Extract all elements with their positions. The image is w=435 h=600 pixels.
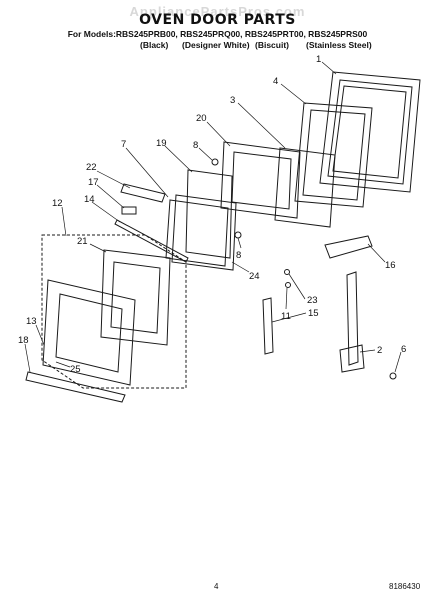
- part-1-outer-frame: [319, 71, 421, 193]
- callout-2: 2: [377, 345, 382, 356]
- variant-designer-white: (Designer White): [182, 40, 250, 50]
- page-number: 4: [214, 582, 219, 591]
- part-22-small-bar: [120, 183, 166, 203]
- callout-12: 12: [52, 198, 63, 209]
- part-7-inner-glass: [171, 194, 237, 271]
- callout-16: 16: [385, 260, 396, 271]
- callout-21: 21: [77, 236, 88, 247]
- callout-7: 7: [121, 139, 126, 150]
- part-21-inner-window: [110, 261, 161, 334]
- variant-biscuit: (Biscuit): [255, 40, 289, 50]
- part-3-glass-panel: [274, 147, 336, 228]
- callout-6: 6: [401, 344, 406, 355]
- variant-stainless-steel: (Stainless Steel): [306, 40, 372, 50]
- part-19-reflector: [185, 169, 233, 259]
- callout-19: 19: [156, 138, 167, 149]
- callout-14: 14: [84, 194, 95, 205]
- part-20-bracket-frame: [220, 141, 301, 219]
- screw-8-upper: [211, 158, 219, 166]
- part-4-inner-frame: [294, 102, 373, 208]
- part-17-clip: [121, 206, 137, 215]
- screw-11: [285, 282, 291, 288]
- callout-24: 24: [249, 271, 260, 282]
- screw-6: [389, 372, 397, 380]
- part-16-bracket: [324, 235, 373, 259]
- variant-black: (Black): [140, 40, 169, 50]
- watermark: AppliancePartsPros.com: [129, 4, 306, 19]
- callout-17: 17: [88, 177, 99, 188]
- callout-20: 20: [196, 113, 207, 124]
- callout-13: 13: [26, 316, 37, 327]
- callout-15: 15: [308, 308, 319, 319]
- document-number: 8186430: [389, 582, 421, 591]
- callout-8-upper: 8: [193, 140, 198, 151]
- callout-3: 3: [230, 95, 235, 106]
- callout-4: 4: [273, 76, 278, 87]
- callout-23: 23: [307, 295, 318, 306]
- callout-8-lower: 8: [236, 250, 241, 261]
- page-title: OVEN DOOR PARTS: [139, 12, 296, 28]
- outer-door-panel: [42, 279, 136, 386]
- models-line: For Models:RBS245PRB00, RBS245PRQ00, RBS…: [67, 29, 368, 39]
- part-24-glass-layer: [165, 199, 229, 267]
- callout-11: 11: [281, 311, 291, 322]
- callout-1: 1: [316, 54, 321, 65]
- callout-18: 18: [18, 335, 29, 346]
- part-15-hinge-left: [262, 297, 274, 355]
- part-25-handle: [25, 371, 126, 403]
- screw-23: [284, 269, 290, 275]
- callout-22: 22: [86, 162, 97, 173]
- callout-25: 25: [70, 364, 81, 375]
- part-14-rail: [114, 219, 189, 263]
- part-21-inner-panel: [100, 249, 171, 346]
- screw-8-lower: [234, 231, 242, 239]
- part-2-hinge-right: [339, 271, 365, 373]
